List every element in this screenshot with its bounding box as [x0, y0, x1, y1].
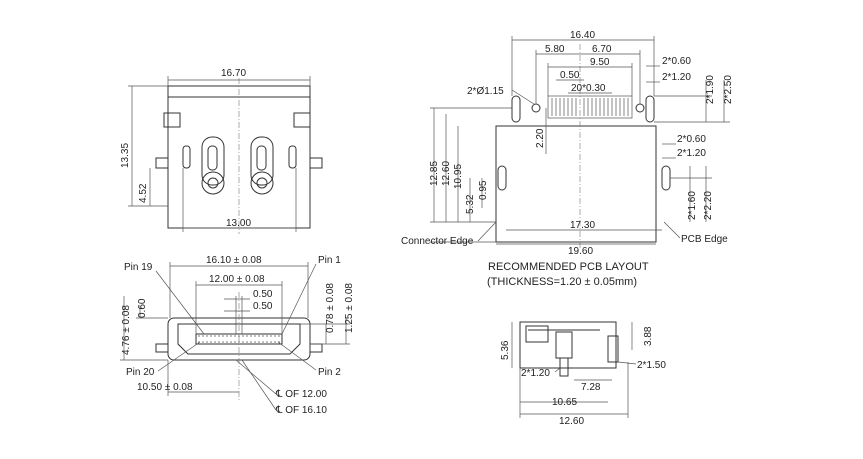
dim-top-lower: 4.52	[138, 183, 149, 203]
dim-pcb-220: 2.20	[535, 128, 546, 148]
caption-pcb-thickness: (THICKNESS=1.20 ± 0.05mm)	[487, 276, 637, 288]
dim-pcb-pitch: 20*0.30	[571, 83, 606, 94]
pcb-slot-left-bottom	[497, 165, 507, 191]
caption-pcb-layout: RECOMMENDED PCB LAYOUT	[488, 261, 649, 273]
leader-pin-20	[157, 341, 201, 372]
top-view-right-tab	[293, 112, 311, 128]
dim-front-left-h1: 4.76 ± 0.08	[121, 305, 132, 355]
dim-pcb-h1260: 12.60	[441, 161, 452, 186]
top-view-right-boss-hole	[256, 177, 268, 189]
label-pcb-hole: 2*Ø1.15	[467, 86, 504, 97]
pcb-slot-right-bottom	[661, 165, 671, 191]
pcb-smd-pads	[547, 95, 633, 119]
dim-pcb-s060: 2*0.60	[677, 134, 706, 145]
label-connector-edge: Connector Edge	[401, 236, 474, 247]
top-view-left-peg	[182, 145, 191, 169]
dim-side-h536: 5.36	[500, 340, 511, 360]
side-view: 5.36 3.88 2*1.20 2*1.50 7.28 10.65 12.60	[500, 321, 666, 427]
dim-pcb-w1730: 17.30	[570, 220, 595, 231]
dim-pcb-r060: 2*0.60	[662, 56, 691, 67]
dim-pcb-r250: 2*2.50	[723, 75, 734, 104]
front-view-right-foot	[309, 343, 323, 353]
side-view-shell	[525, 325, 549, 343]
label-pin-20: Pin 20	[126, 367, 155, 378]
top-view-right-peg	[288, 145, 297, 169]
dim-front-left-h2: 0.60	[137, 298, 148, 318]
dim-pcb-h095: 0.95	[478, 180, 489, 200]
dim-front-w-inner: 12.00 ± 0.08	[209, 274, 265, 285]
top-view-left-post-inner	[207, 145, 218, 171]
side-view-peg	[555, 331, 573, 359]
label-pin-19: Pin 19	[124, 262, 153, 273]
dim-side-r120: 2*1.20	[521, 368, 550, 379]
pcb-round-hole-left	[531, 103, 541, 113]
pcb-pad-area	[547, 95, 633, 119]
dim-pcb-s120: 2*1.20	[677, 148, 706, 159]
dim-front-pitch1: 0.50	[253, 289, 273, 300]
front-view-left-foot	[155, 343, 169, 353]
dim-front-w-outer: 16.10 ± 0.08	[206, 255, 262, 266]
pcb-slot-right-top	[645, 95, 655, 123]
leader-connector-edge	[477, 221, 497, 242]
pcb-board-outline	[495, 125, 657, 243]
dim-top-height: 13.35	[120, 143, 131, 168]
pcb-slot-left-top	[511, 95, 521, 123]
side-view-tail	[607, 335, 619, 363]
dim-front-h2: 1.25 ± 0.08	[344, 283, 355, 333]
leader-pcb-hole	[511, 89, 535, 105]
dim-pcb-total: 16.40	[570, 30, 595, 41]
label-pin-1: Pin 1	[318, 255, 341, 266]
dim-pcb-s220: 2*2.20	[703, 191, 714, 220]
dim-pcb-580: 5.80	[545, 44, 565, 55]
top-view-right-boss	[250, 171, 274, 195]
dim-front-pitch2: 0.50	[253, 301, 273, 312]
label-pcb-edge: PCB Edge	[681, 234, 728, 245]
leader-side-r120	[554, 367, 561, 373]
label-cl-12: ℄ OF 12.00	[275, 389, 327, 400]
dim-front-h1: 0.78 ± 0.08	[325, 283, 336, 333]
pcb-layout: 16.40 5.80 6.70 9.50 0.50 20*0.30 2*Ø1.1…	[401, 30, 734, 288]
dim-side-h388: 3.88	[643, 326, 654, 346]
leader-cl-16	[241, 359, 277, 411]
label-pin-2: Pin 2	[318, 367, 341, 378]
pcb-round-hole-right	[635, 103, 645, 113]
leader-pin-19	[155, 270, 205, 335]
dim-pcb-h532: 5.32	[465, 194, 476, 214]
dim-pcb-h1285: 12.85	[429, 161, 440, 186]
dim-pcb-h1095: 10.95	[453, 164, 464, 189]
leader-pcb-edge	[663, 221, 681, 239]
dim-front-bottom-w: 10.50 ± 0.08	[137, 382, 193, 393]
dim-pcb-s160: 2*1.60	[687, 191, 698, 220]
dim-side-r150: 2*1.50	[637, 360, 666, 371]
dim-side-w728: 7.28	[581, 382, 601, 393]
leader-cl-12	[235, 359, 277, 395]
top-view-left-foot	[155, 157, 169, 169]
top-view-right-post-inner	[256, 145, 267, 171]
dim-pcb-050: 0.50	[560, 70, 580, 81]
top-view: 16.70 13.35 4.52 13.00	[120, 68, 323, 234]
dim-pcb-r120: 2*1.20	[662, 72, 691, 83]
dim-pcb-950: 9.50	[590, 57, 610, 68]
dim-pcb-670: 6.70	[592, 44, 612, 55]
top-view-left-post	[201, 136, 225, 186]
leader-side-r150	[617, 361, 637, 365]
dim-top-bottom: 13.00	[226, 218, 251, 229]
dim-top-width: 16.70	[221, 68, 246, 79]
dim-pcb-r190: 2*1.90	[705, 75, 716, 104]
dim-side-w1065: 10.65	[552, 397, 577, 408]
top-view-left-boss-hole	[207, 177, 219, 189]
top-view-right-foot	[309, 157, 323, 169]
leader-pin-1	[281, 263, 317, 335]
leader-pin-2	[277, 341, 317, 371]
side-view-peg-leg	[559, 357, 569, 377]
top-view-left-boss	[201, 171, 225, 195]
dim-side-w1260: 12.60	[559, 416, 584, 427]
label-cl-16: ℄ OF 16.10	[275, 405, 327, 416]
dim-pcb-w1960: 19.60	[568, 246, 593, 257]
top-view-left-tab	[163, 112, 181, 128]
front-view: 16.10 ± 0.08 12.00 ± 0.08 0.50 0.50 0.78…	[120, 255, 355, 416]
top-view-right-post	[250, 136, 274, 186]
